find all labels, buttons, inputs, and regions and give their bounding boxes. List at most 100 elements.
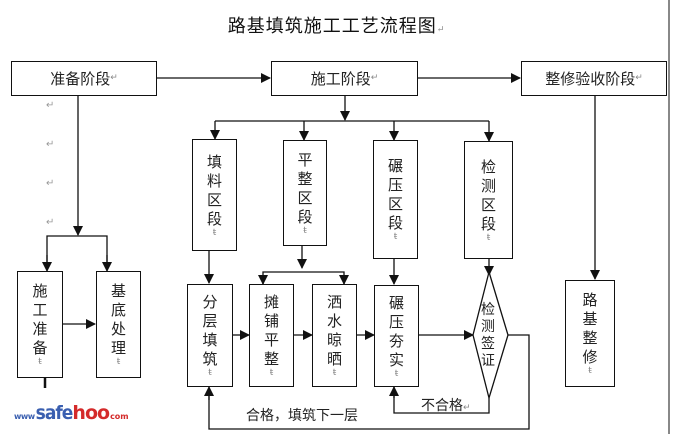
stage-finish: 整修验收阶段↵: [521, 61, 667, 96]
label-char: 平: [263, 331, 279, 349]
paragraph-mark: ↵: [46, 100, 55, 111]
label-char: 夯: [388, 331, 404, 350]
decision-label: 检测签证: [481, 302, 495, 370]
cell-mark: ŧ: [38, 357, 42, 367]
label-char: 检: [481, 302, 495, 318]
label-char: 平: [297, 150, 313, 169]
cell-mark: ŧ: [212, 227, 217, 238]
watermark-suffix: com: [110, 412, 129, 421]
cell-mark: ŧ: [269, 368, 274, 378]
paragraph-mark: ↵: [46, 139, 55, 150]
label-char: 料: [206, 171, 222, 190]
cell-mark: ŧ: [394, 368, 399, 379]
label-char: 底: [110, 301, 126, 319]
stage-construct-label: 施工阶段: [310, 70, 371, 88]
watermark-part2: hoo: [72, 402, 110, 424]
label-char: 摊: [263, 293, 279, 311]
label-char: 检: [480, 157, 496, 176]
label-char: 准: [32, 320, 48, 338]
label-char: 晾: [326, 331, 342, 349]
label-char: 区: [480, 195, 496, 214]
cell-mark: ŧ: [588, 366, 592, 376]
label-char: 实: [388, 350, 404, 369]
label-char: 基: [110, 282, 126, 300]
label-char: 碾: [388, 293, 404, 312]
stage-finish-label: 整修验收阶段: [545, 70, 636, 88]
label-char: 压: [387, 176, 403, 194]
label-char: 整: [297, 169, 313, 188]
label-char: 路: [582, 291, 598, 309]
label-char: 铺: [263, 312, 279, 330]
label-char: 层: [202, 312, 218, 330]
cell-mark: ŧ: [486, 232, 491, 243]
label-char: 基: [582, 310, 598, 328]
cell-mark: ŧ: [208, 368, 212, 378]
line-pass-loop: [208, 334, 530, 430]
label-char: 测: [481, 319, 495, 335]
label-char: 施: [32, 282, 48, 300]
label-char: 段: [480, 214, 496, 233]
label-char: 晒: [326, 350, 342, 368]
label-char: 修: [582, 348, 598, 366]
cell-mark: ŧ: [393, 232, 398, 242]
label-char: 压: [388, 312, 404, 331]
stage-prep-label: 准备阶段: [50, 70, 111, 88]
label-char: 区: [206, 190, 222, 209]
label-char: 证: [481, 353, 495, 369]
stage-construct: 施工阶段↵: [271, 61, 418, 96]
label-char: 水: [326, 312, 342, 330]
label-char: 段: [206, 209, 222, 228]
label-char: 处: [110, 320, 126, 338]
line-fail-loop: [393, 386, 490, 414]
line-prep-split: [46, 235, 108, 270]
label-char: 理: [110, 339, 126, 357]
watermark-logo: www safe hoo com: [14, 402, 129, 424]
label-char: 筑: [202, 350, 218, 368]
paragraph-mark: ↵: [46, 217, 55, 228]
label-char: 工: [32, 301, 48, 319]
label-char: 测: [480, 176, 496, 195]
cell-mark: ŧ: [303, 225, 307, 236]
watermark-part1: safe: [35, 402, 74, 424]
label-char: 碾: [387, 157, 403, 175]
label-char: 整: [582, 329, 598, 347]
label-char: 填: [202, 331, 218, 349]
label-char: 分: [202, 293, 218, 311]
watermark-prefix: www: [14, 412, 35, 421]
stage-prep: 准备阶段↵: [11, 61, 157, 96]
label-char: 区: [387, 195, 403, 213]
label-char: 洒: [326, 293, 342, 311]
label-char: 段: [387, 214, 403, 232]
cell-mark: ŧ: [332, 368, 337, 378]
edge-label-pass: 合格，填筑下一层: [246, 408, 358, 424]
line-level-split: [262, 271, 345, 284]
chart-title: 路基填筑施工工艺流程图↵: [227, 16, 446, 37]
edge-label-fail: 不合格↵: [421, 398, 471, 414]
label-char: 区: [297, 188, 313, 207]
label-char: 段: [297, 207, 313, 226]
label-char: 签: [481, 336, 495, 352]
